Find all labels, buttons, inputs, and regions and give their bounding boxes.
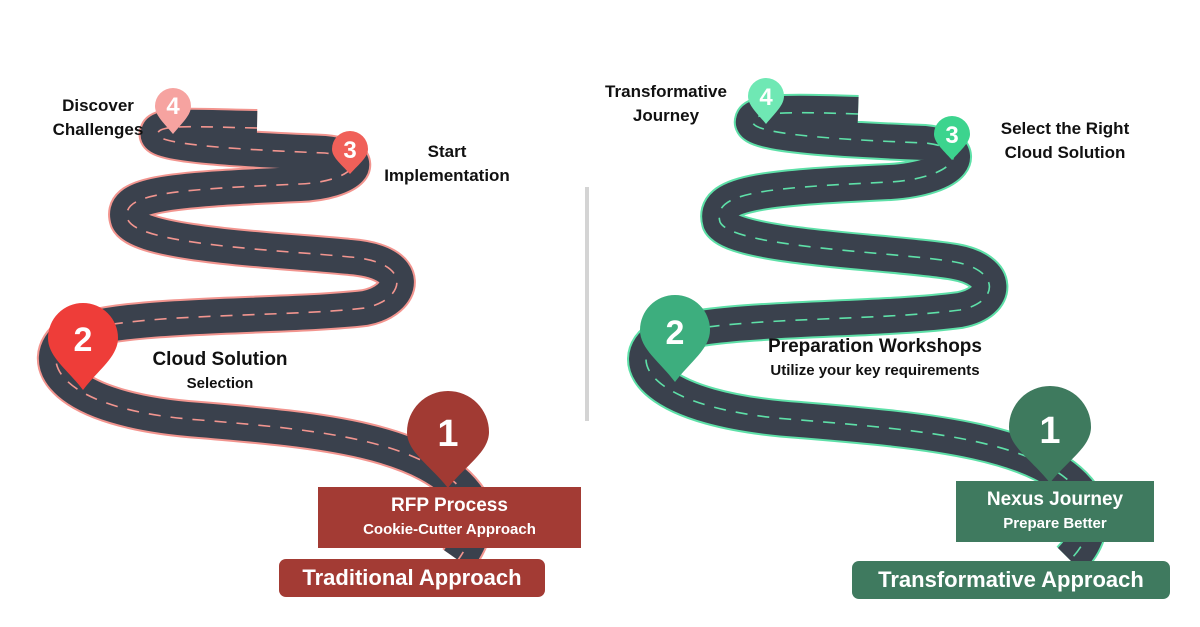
step-2-subtitle: Selection: [186, 375, 254, 392]
pin-number: 3: [343, 137, 356, 164]
transformative-pin-3: 3: [934, 116, 970, 160]
traditional-step-2-label: Cloud Solution Selection: [130, 348, 310, 396]
step-4-line2: Challenges: [52, 120, 144, 139]
transformative-step-3-label: Select the Right Cloud Solution: [990, 117, 1140, 165]
step-4-line2: Journey: [632, 106, 700, 125]
traditional-pin-4: 4: [155, 88, 191, 134]
pin-number: 4: [759, 84, 773, 111]
transformative-pin-1: 1: [1009, 386, 1091, 483]
transformative-step-4-label: Transformative Journey: [595, 80, 737, 128]
step-4-line1: Transformative: [605, 82, 727, 101]
traditional-step-4-label: Discover Challenges: [38, 94, 158, 142]
step-3-line2: Cloud Solution: [1004, 143, 1126, 162]
step-3-line2: Implementation: [384, 166, 510, 185]
pin-number: 1: [437, 413, 458, 455]
step-4-line1: Discover: [62, 96, 134, 115]
divider: [585, 187, 589, 421]
transformative-step-1-box: Nexus Journey Prepare Better: [956, 481, 1154, 542]
pin-number: 1: [1039, 410, 1060, 452]
step-1-subtitle: Prepare Better: [1003, 515, 1107, 532]
pin-number: 4: [166, 93, 180, 120]
step-1-title: RFP Process: [391, 495, 508, 516]
traditional-step-3-label: Start Implementation: [370, 140, 524, 188]
traditional-pin-1: 1: [407, 390, 490, 488]
traditional-pin-2: 2: [47, 302, 119, 390]
transformative-pin-2: 2: [640, 295, 710, 382]
traditional-step-1-box: RFP Process Cookie-Cutter Approach: [318, 487, 581, 548]
step-2-title: Preparation Workshops: [768, 336, 982, 357]
transformative-pin-4: 4: [748, 78, 784, 124]
transformative-approach-title: Transformative Approach: [852, 561, 1170, 599]
step-3-line1: Select the Right: [1000, 119, 1130, 138]
step-2-subtitle: Utilize your key requirements: [770, 362, 980, 379]
traditional-approach-title: Traditional Approach: [279, 559, 545, 597]
step-1-title: Nexus Journey: [986, 489, 1124, 510]
step-3-line1: Start: [427, 142, 467, 161]
traditional-pin-3: 3: [332, 131, 368, 174]
pin-number: 3: [945, 122, 958, 149]
traditional-road: [36, 107, 494, 571]
transformative-step-2-label: Preparation Workshops Utilize your key r…: [748, 335, 1002, 383]
step-2-title: Cloud Solution: [152, 349, 288, 370]
transformative-road: [627, 93, 1108, 574]
pin-number: 2: [74, 321, 93, 359]
pin-number: 2: [666, 314, 685, 352]
step-1-subtitle: Cookie-Cutter Approach: [363, 521, 536, 538]
